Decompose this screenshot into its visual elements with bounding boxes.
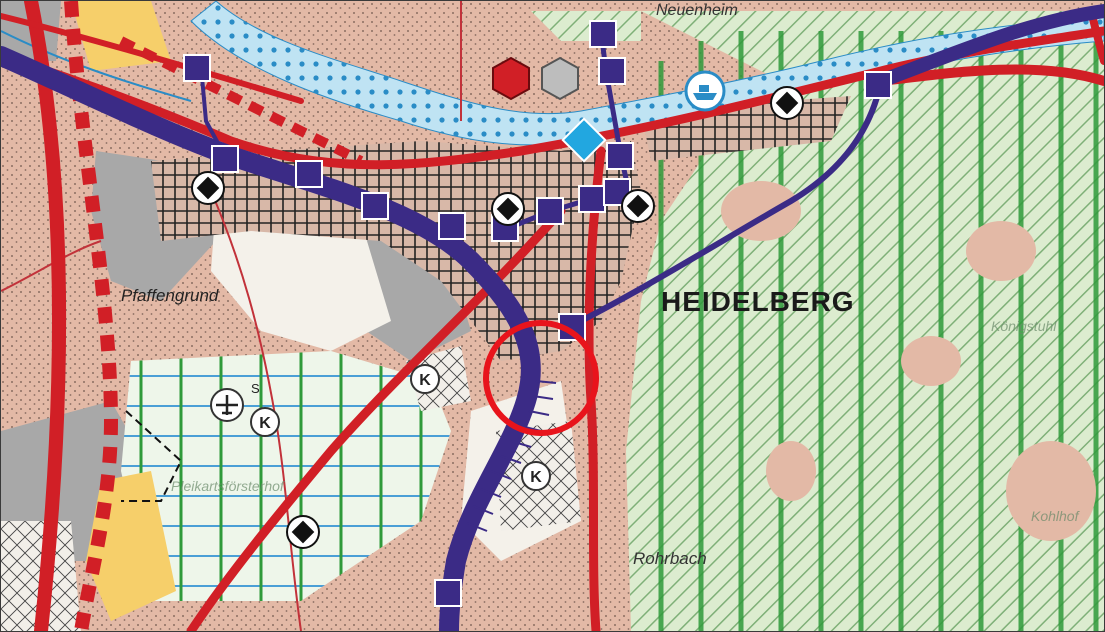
district-label-neuenheim: Neuenheim <box>656 2 738 19</box>
city-label: HEIDELBERG <box>661 286 855 317</box>
water-diamond-icon <box>561 117 607 163</box>
district-label-pfaffengrund: Pfaffengrund <box>121 286 219 305</box>
district-label-rohrbach: Rohrbach <box>633 549 707 568</box>
planned-road <box>64 1 119 631</box>
k-marker-label: K <box>530 469 542 486</box>
faded-place-label: Pleikartsförsterhof <box>171 478 286 494</box>
k-marker <box>521 461 551 491</box>
highlight-circle <box>483 320 599 436</box>
airfield-icon <box>210 388 244 422</box>
neckar-river <box>190 1 1104 146</box>
k-marker <box>250 407 280 437</box>
dashed-boundary <box>121 410 183 502</box>
k-marker <box>410 364 440 394</box>
ship-port-icon <box>684 70 726 112</box>
planned-road-north <box>118 36 364 166</box>
forest-area <box>626 11 1104 631</box>
gray-hexagon-icon <box>541 56 579 101</box>
red-hexagon-icon <box>492 56 530 101</box>
airfield-letter: S <box>251 381 260 396</box>
junction-diamonds <box>191 86 804 549</box>
faded-place-label: Königstuhl <box>991 318 1057 334</box>
rail-ticks <box>466 380 557 532</box>
k-marker-label: K <box>419 372 431 389</box>
faded-place-label: Kohlhof <box>1031 508 1081 524</box>
forest-clearings <box>721 181 1096 541</box>
minor-waterway <box>1 30 192 102</box>
k-marker-label: K <box>259 415 271 432</box>
